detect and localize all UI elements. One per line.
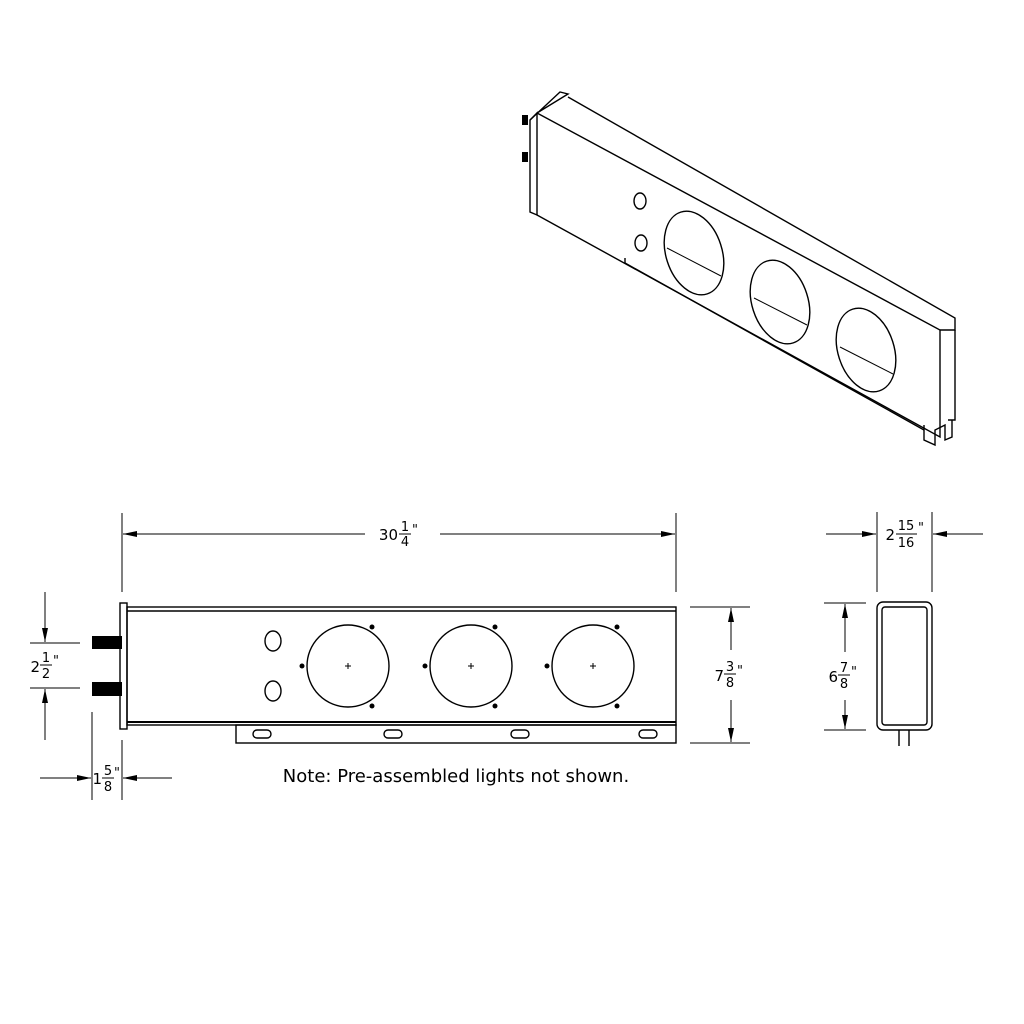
dim-unit: " bbox=[412, 523, 418, 538]
dim-whole: 6 bbox=[828, 668, 838, 686]
dim-unit: " bbox=[918, 521, 924, 536]
dim-numerator: 3 bbox=[726, 660, 734, 675]
side-view bbox=[876, 601, 933, 746]
dim-numerator: 5 bbox=[104, 764, 112, 779]
dim-whole: 2 bbox=[885, 526, 895, 544]
dim-numerator: 1 bbox=[401, 520, 409, 535]
dim-stud-length: 1 5 8 " bbox=[92, 764, 120, 795]
dim-numerator: 15 bbox=[898, 519, 915, 534]
dim-denominator: 16 bbox=[898, 536, 915, 551]
dim-unit: " bbox=[737, 664, 743, 679]
dim-unit: " bbox=[53, 654, 59, 669]
dim-denominator: 4 bbox=[401, 535, 409, 550]
dim-height-with-bracket: 7 3 8 " bbox=[714, 660, 743, 691]
mounting-slots bbox=[252, 729, 658, 739]
dimension-lines bbox=[30, 512, 983, 800]
stud-lower bbox=[92, 682, 122, 696]
isometric-view bbox=[522, 91, 956, 447]
dim-whole: 2 bbox=[30, 658, 40, 676]
dim-numerator: 7 bbox=[840, 661, 848, 676]
front-view bbox=[92, 602, 677, 744]
dim-whole: 30 bbox=[379, 526, 398, 544]
stud-upper bbox=[92, 636, 122, 649]
light-holes bbox=[299, 624, 635, 709]
dim-box-height: 6 7 8 " bbox=[828, 661, 857, 692]
dim-denominator: 8 bbox=[104, 780, 112, 795]
dim-denominator: 2 bbox=[42, 667, 50, 682]
dim-overall-length: 30 1 4 " bbox=[379, 520, 418, 550]
dim-numerator: 1 bbox=[42, 651, 50, 666]
dim-denominator: 8 bbox=[840, 677, 848, 692]
dim-whole: 7 bbox=[714, 667, 724, 685]
dim-whole: 1 bbox=[92, 770, 102, 788]
dim-denominator: 8 bbox=[726, 676, 734, 691]
dim-depth: 2 15 16 " bbox=[885, 519, 924, 551]
note-text: Note: Pre-assembled lights not shown. bbox=[283, 766, 629, 787]
dim-stud-spacing: 2 1 2 " bbox=[30, 651, 59, 682]
dim-unit: " bbox=[851, 665, 857, 680]
dim-unit: " bbox=[114, 766, 120, 781]
